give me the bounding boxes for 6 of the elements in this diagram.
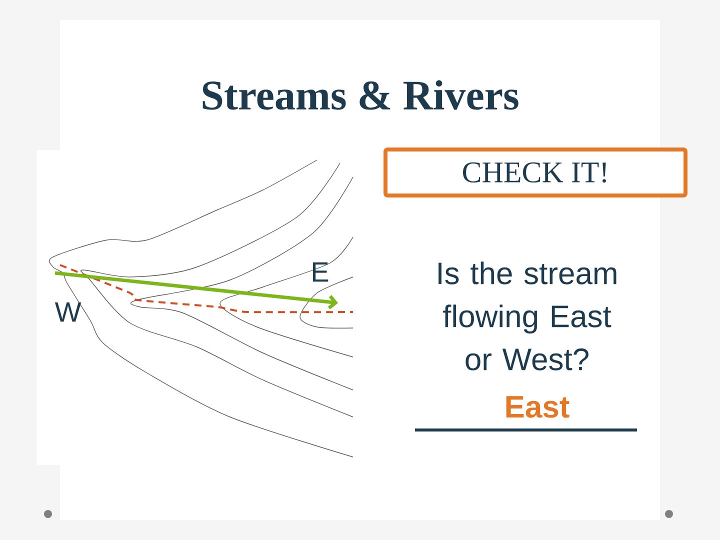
callout-box: CHECK IT! [384,148,688,198]
answer-text: East [506,396,570,418]
map-label: W [54,302,82,322]
question-text: Is the stream flowing East or West? [438,262,616,370]
title: Streams & Rivers [202,80,518,110]
map-label: E [312,262,328,282]
